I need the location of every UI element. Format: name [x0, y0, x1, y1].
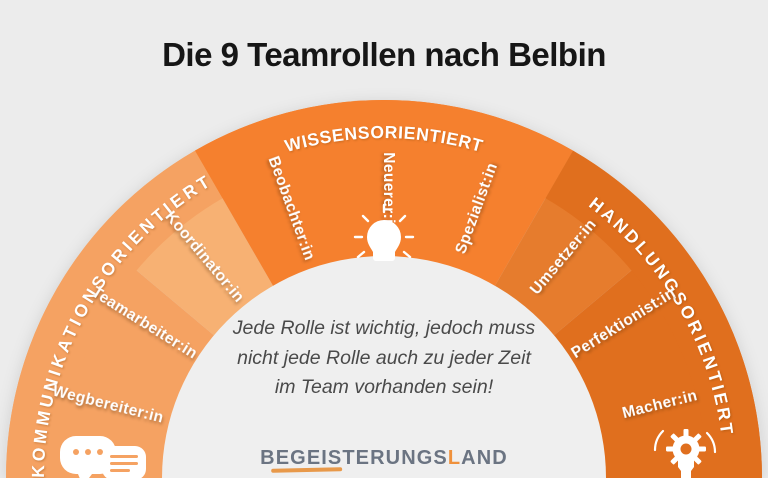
gear-motion-arcs [653, 429, 717, 454]
role-label-neuerer: Neuerer:in [380, 152, 397, 234]
lightbulb-icon [353, 203, 415, 261]
center-note-line-1: Jede Rolle ist wichtig, jedoch muss [232, 317, 536, 339]
ring-kommunikationsorientiert [5, 150, 223, 478]
center-note-line-3: im Team vorhanden sein! [274, 376, 494, 398]
chat-bubbles-icon [60, 436, 146, 478]
center-note: Jede Rolle ist wichtig, jedoch muss nich… [204, 314, 564, 403]
ring-wissensorientiert [195, 99, 573, 199]
chat-bubble-lines [110, 455, 138, 472]
logo-text-suffix: AND [461, 447, 508, 469]
ring-handlungsorientiert [545, 150, 762, 478]
wheel-graphic: KOMMUNIKATIONSORIENTIERT WISSENSORIENTIE… [5, 99, 763, 478]
gear-hole [680, 443, 692, 455]
logo-text-prefix: BEGEISTERUNGS [260, 447, 448, 469]
center-note-line-2: nicht jede Rolle auch zu jeder Zeit [237, 346, 531, 369]
lightbulb-bulb [367, 220, 401, 261]
page-title: Die 9 Teamrollen nach Belbin [162, 36, 606, 73]
gear-lightbulb-icon [653, 429, 717, 478]
lightbulb-rays [353, 203, 415, 259]
wheel-outer-ring [5, 99, 762, 478]
brand-logo: BEGEISTERUNGSLAND [260, 447, 508, 473]
wheel-inner-circle [162, 256, 606, 478]
logo-text-accent: L [447, 447, 462, 469]
chat-bubble-dots [73, 449, 103, 455]
